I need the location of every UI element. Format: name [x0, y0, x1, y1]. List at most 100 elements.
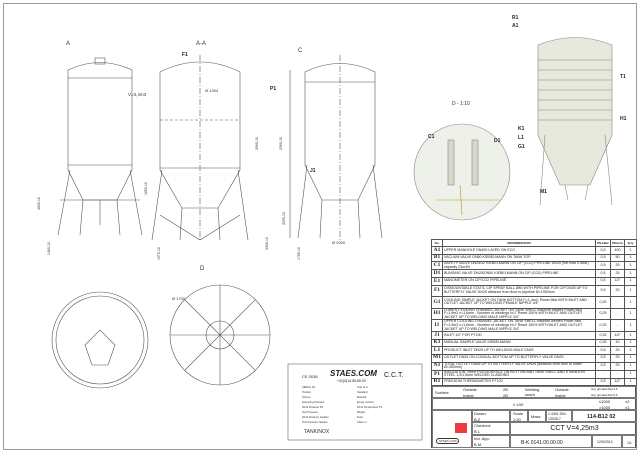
material-cell: 1.4301 DIN 10028-7	[546, 410, 572, 423]
header-qty: Q.ty	[624, 239, 637, 247]
part-pn: 0,5	[595, 253, 611, 263]
drawn-label: Drawn:	[474, 411, 487, 417]
plate-field: Volume	[302, 395, 311, 399]
part-pn: 0,25	[595, 319, 611, 333]
part-qty: 1	[624, 353, 637, 363]
dimension: 4000-10	[37, 197, 41, 210]
header-no: No.	[431, 239, 443, 247]
dimension: 1460-10	[47, 242, 51, 255]
part-dn: 10	[610, 338, 625, 348]
part-pn: 0,5	[595, 261, 611, 271]
checked-label: Checked:	[474, 423, 491, 429]
part-pn: -	[595, 369, 611, 379]
part-qty: 1	[624, 346, 637, 355]
part-qty: 1	[624, 331, 637, 340]
part-dn: 1/2"	[610, 276, 625, 286]
date-cell: 12/9/2013	[592, 435, 622, 449]
approved-label: Ind. App:	[474, 436, 490, 442]
part-qty: 1	[624, 276, 637, 286]
plate-field: Year of m.	[357, 385, 369, 389]
part-dn: 50	[610, 253, 625, 263]
part-dn: 25	[610, 284, 625, 298]
front-view	[57, 57, 143, 236]
part-dn: 25	[610, 261, 625, 271]
plate-field: Fluid	[357, 415, 363, 419]
material-value: 1.4301 DIN 10028-7	[548, 412, 566, 421]
diameter-label: Ø 1394	[205, 88, 219, 93]
section-view	[151, 55, 249, 241]
part-denomination: COOLING SIMPLE JACKET ON TANK BOTTOM F=1…	[442, 296, 596, 309]
welding-label: Welding seam	[525, 387, 540, 397]
plan-views	[51, 284, 271, 389]
part-dn: 1/2"	[610, 377, 625, 387]
part-no: R1	[431, 377, 443, 387]
part-qty: 1	[624, 307, 637, 321]
plate-field: SERIAL No	[302, 385, 316, 389]
part-no: P1	[431, 369, 443, 379]
mass-cell: Mass	[528, 410, 546, 423]
outside-label: Outside	[463, 387, 477, 393]
part-pn: 0,5	[595, 346, 611, 355]
part-no: I1	[431, 319, 443, 333]
drawn-by: B.Z	[474, 417, 481, 423]
plate-field: Test Pressure Jackets	[302, 420, 328, 424]
part-denomination: MANOMETER ON CIP/CO2 PIPELINE	[442, 276, 596, 286]
plate-type: C.C.T.	[384, 372, 404, 379]
plate-field: Material	[357, 395, 367, 399]
part-denomination: BUNGING VALVE DN25/DN50 KIEBELMANN ON CI…	[442, 269, 596, 278]
callout-j1: J1	[310, 168, 316, 174]
dimension: 1765-10	[297, 247, 301, 260]
callout-g1: G1	[518, 144, 525, 150]
part-dn: 400	[610, 246, 625, 255]
part-qty: 1	[624, 377, 637, 387]
part-dn: -	[610, 369, 625, 379]
diameter-label-3: Ø 1700	[172, 296, 186, 301]
company-logo: STAES.COM	[436, 438, 460, 445]
part-dn: -	[610, 296, 625, 309]
part-dn: -	[610, 319, 625, 333]
part-qty: 1	[624, 269, 637, 278]
part-no: D1	[431, 269, 443, 278]
inside-label: Inside	[463, 393, 474, 399]
part-dn: 1/2"	[610, 331, 625, 340]
surface-row: Surface Outside Inside 2B 2B Welding sea…	[432, 386, 637, 399]
part-denomination: MANUAL SAMPLE VALVE KIEBELMANN	[442, 338, 596, 348]
part-no: A1	[431, 246, 443, 255]
part-denomination: UPPER COOLING CHANNEL JACKET ON TANK SHE…	[442, 319, 596, 333]
part-qty: 1	[624, 261, 637, 271]
inside-value: 2B	[503, 393, 508, 399]
part-pn: 0,25	[595, 331, 611, 340]
mass-label: Mass	[531, 414, 541, 420]
callout-h1: H1	[620, 116, 627, 122]
part-dn: 25	[610, 346, 625, 355]
ce-mark: CE 0038	[302, 374, 318, 379]
part-dn: -	[610, 307, 625, 321]
drawing-frame	[3, 3, 637, 450]
drawing-number: 114-B12 02	[587, 414, 616, 421]
header-denomination: DENOMINATION	[442, 239, 596, 247]
plate-field: Weight	[357, 410, 365, 414]
plate-field: Standard	[357, 390, 368, 394]
dimension: 1650-10	[144, 182, 148, 195]
view-c-label: C	[298, 48, 303, 54]
part-denomination: PRODUCT INLET DN25 UP TO WELDING MALE DN…	[442, 346, 596, 355]
callout-t1: T1	[620, 74, 626, 80]
callout-l1: L1	[518, 135, 524, 141]
part-no: E1	[431, 276, 443, 286]
part-pn: 0,5	[595, 377, 611, 387]
callout-p1: P1	[270, 86, 276, 92]
plate-field: Work Pressure Jackets	[302, 415, 329, 419]
scale-cell: Scale 1:20	[510, 410, 528, 423]
